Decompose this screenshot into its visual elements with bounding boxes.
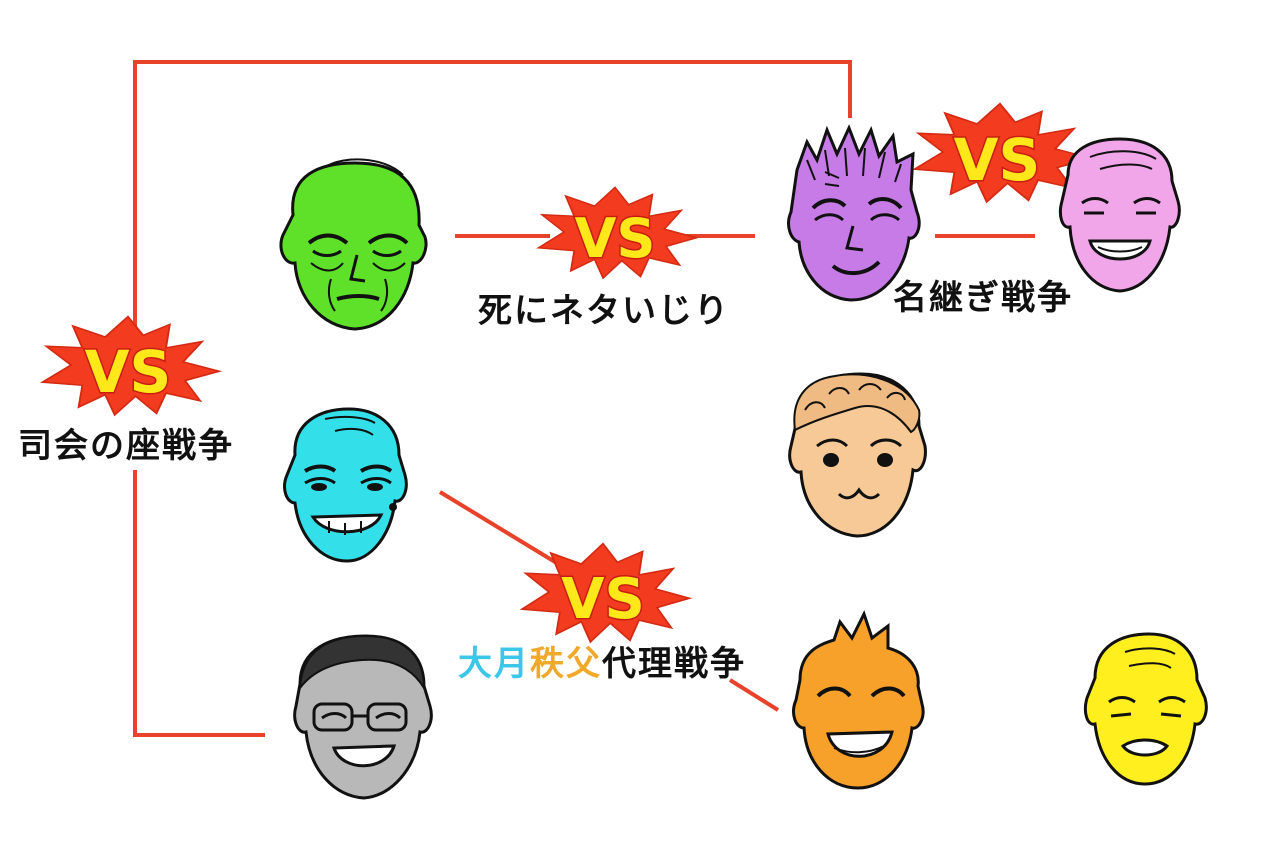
elderly-frown-face-icon: [279, 158, 428, 331]
proxy-line-bottom: [728, 678, 780, 712]
label-chichibu: 秩父: [530, 644, 602, 684]
spiky-hair-laughing-face-icon: [792, 610, 925, 790]
curly-hair-smile-face-icon: [788, 372, 927, 538]
glasses-laughing-face-icon: [293, 634, 433, 800]
bald-laughing-face-icon: [1058, 137, 1181, 293]
vs-label: VS: [954, 126, 1041, 194]
label-name-succession-war: 名継ぎ戦争: [893, 278, 1073, 318]
label-oozuki: 大月: [458, 644, 530, 684]
label-proxy-war: 大月秩父代理戦争: [458, 636, 746, 685]
bald-smiling-face-icon: [1083, 632, 1208, 786]
shikai-bracket-top: [133, 60, 852, 330]
vs-label: VS: [561, 567, 645, 632]
label-shikai-war: 司会の座戦争: [18, 426, 234, 466]
vs-label: VS: [575, 207, 656, 270]
shikai-bracket-bottom: [133, 470, 265, 737]
vs-label: VS: [85, 338, 172, 406]
connector-lines: [133, 60, 1035, 737]
bald-grinning-face-icon: [283, 407, 408, 563]
spiky-hair-grin-face-icon: [787, 124, 921, 302]
label-proxy-suffix: 代理戦争: [602, 644, 746, 684]
proxy-line-top: [438, 490, 562, 567]
label-neta-ijiri: 死にネタいじり: [478, 291, 730, 331]
